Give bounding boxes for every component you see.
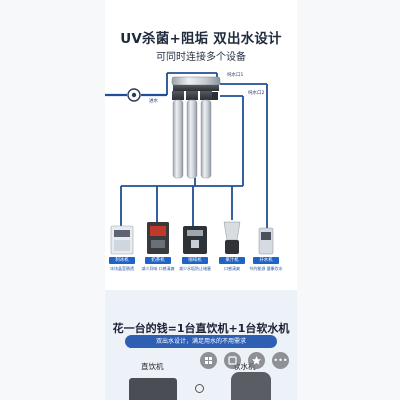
product-detail-image: UV杀菌+阻垢 双出水设计 可同时连接多个设备 [105,0,297,400]
water-purifier-diagram [105,72,274,255]
device-tag-boiler: 开水机 [253,257,279,264]
outlet-2-label: 纯水口2 [248,91,265,96]
device-milk-tea-machine [147,222,169,254]
softener-machine-image [231,372,271,400]
grid-icon[interactable] [200,352,217,369]
device-tag-ice-maker: 制冰机 [109,257,135,264]
device-caption-ice-maker: 冰块晶莹剔透 [110,266,134,271]
star-icon[interactable] [248,352,265,369]
more-icon[interactable]: ••• [272,352,289,369]
device-caption-coffee: 减少水垢防止堵塞 [179,266,211,271]
page-subtitle: 可同时连接多个设备 [156,52,246,63]
inlet-label: 进水 [149,99,158,104]
floating-toolbar: ••• [198,350,292,372]
right-margin [297,0,400,400]
filter-housings [172,91,218,179]
direct-drink-label: 直饮机 [141,362,164,371]
comparison-slogan: 花一台的钱=1台直饮机+1台软水机 [112,322,290,335]
device-caption-milk-tea: 减少异味 口感清爽 [141,266,175,271]
softener-label: 软水机 [233,362,256,371]
device-tag-coffee: 咖啡机 [182,257,208,264]
inlet-pipe [105,88,167,102]
left-margin [0,0,105,400]
apps-icon[interactable] [224,352,241,369]
device-water-boiler [258,227,274,255]
page-title: UV杀菌+阻垢 双出水设计 [120,31,282,47]
device-juicer [223,221,241,254]
direct-drink-machine-image [129,378,177,400]
device-ice-maker [110,225,134,255]
device-caption-juicer: 口感清爽 [224,266,240,271]
distribution-pipes [120,178,244,226]
uv-lamp [171,76,221,91]
outlet-1-label: 纯水口1 [227,73,244,78]
device-coffee-machine [183,226,207,254]
device-tag-milk-tea: 奶茶机 [145,257,171,264]
dual-outlet-pill: 双出水设计，满足用水的不用需求 [125,335,277,348]
home-indicator-icon[interactable] [195,384,204,393]
device-caption-boiler: 节约能源 健康饮水 [249,266,283,271]
device-tag-juicer: 果汁机 [219,257,245,264]
comparison-panel: 花一台的钱=1台直饮机+1台软水机 双出水设计，满足用水的不用需求 直饮机 软水… [105,290,297,400]
